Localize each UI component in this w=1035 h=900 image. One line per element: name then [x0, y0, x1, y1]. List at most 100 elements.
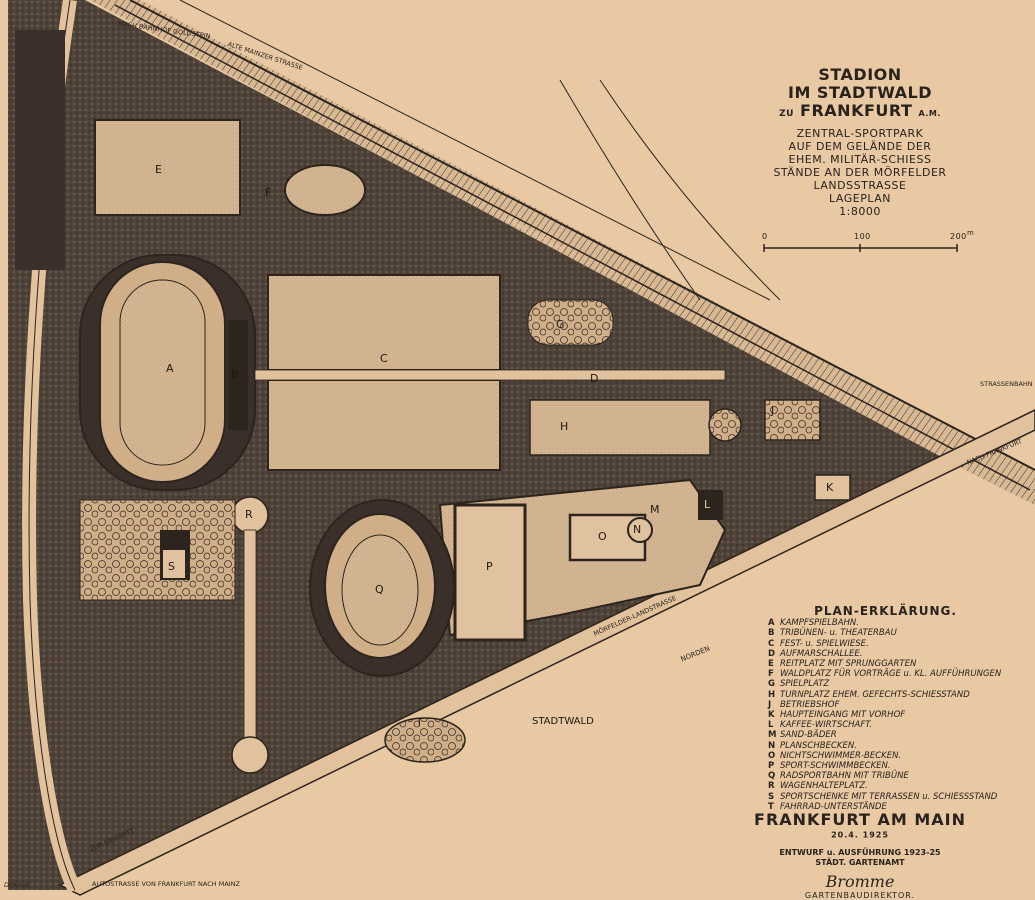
label-o: O [598, 530, 607, 543]
pool-n-plansch [627, 517, 653, 543]
curved-rail-2 [599, 79, 781, 301]
legend-text: SAND-BÄDER [780, 730, 837, 741]
area-e-reitplatz [94, 119, 241, 216]
legend-text: BETRIEBSHOF [780, 699, 840, 710]
legend-text: KAMPFSPIELBAHN. [780, 618, 859, 629]
area-l-kaffee [698, 490, 723, 520]
area-c-upper [267, 274, 501, 371]
label-r: R [245, 508, 253, 521]
area-f-waldplatz [284, 164, 366, 216]
subtitle-4: STÄNDE AN DER MÖRFELDER [773, 166, 947, 179]
title-line-3: ZU FRANKFURT A.M. [740, 102, 980, 123]
label-a: A [166, 362, 174, 375]
legend-key: S [768, 791, 775, 802]
footer-city-line: FRANKFURT AM MAIN 20.4. 1925 [740, 810, 980, 848]
legend-key: P [768, 761, 775, 772]
title-block: STADION IM STADTWALD ZU FRANKFURT A.M. Z… [740, 65, 980, 219]
label-m: M [650, 503, 660, 516]
legend-key: R [768, 781, 775, 792]
pasture-left [15, 30, 65, 270]
area-s-inner [163, 550, 185, 578]
legend-item: T FAHRRAD-UNTERSTÄNDE [768, 802, 1003, 812]
tribune-b [228, 320, 248, 430]
legend-text: FAHRRAD-UNTERSTÄNDE [780, 801, 887, 812]
subtitle-3: EHEM. MILITÄR-SCHIESS [788, 153, 932, 166]
label-t: T [416, 716, 423, 729]
label-e: E [155, 163, 162, 176]
road-label-strassenbahn: STRASSENBAHN [980, 380, 1033, 388]
legend-text: NICHTSCHWIMMER-BECKEN. [780, 750, 902, 761]
title-zu: ZU [779, 109, 794, 119]
legend-item: B TRIBÜNEN- u. THEATERBAU [768, 628, 1003, 638]
label-q: Q [375, 583, 384, 596]
legend-key: B [768, 628, 775, 639]
label-g: G [556, 318, 565, 331]
legend-key: C [768, 638, 775, 649]
legend-key: H [768, 689, 776, 700]
legend-text: RADSPORTBAHN MIT TRIBÜNE [780, 771, 909, 782]
footer-date: 20.4. 1925 [831, 830, 889, 840]
aufmarschallee-d [254, 369, 726, 381]
footer-line-1: ENTWURF u. AUSFÜHRUNG 1923-25 [779, 848, 941, 857]
scale-bar: 0 100 200 m [762, 229, 982, 256]
railway-line-upper [129, 0, 1035, 471]
scale-tick-200: 200 [950, 232, 967, 241]
label-s: S [168, 560, 175, 573]
label-j: J [771, 404, 775, 417]
scale-bar-graphic [763, 244, 958, 252]
legend-key: G [768, 679, 775, 690]
avenue-south [243, 529, 257, 751]
velodrome-q-field [341, 534, 419, 646]
legend-text: HAUPTEINGANG MIT VORHOF [780, 710, 906, 721]
legend-key: E [768, 659, 774, 670]
legend-item: S SPORTSCHENKE MIT TERRASSEN u. SCHIESSST… [768, 792, 1003, 802]
legend-heading: PLAN-ERKLÄRUNG. [814, 604, 957, 618]
subtitle-2: AUF DEM GELÄNDE DER [788, 140, 932, 153]
railway-line-lower [114, 4, 1031, 491]
legend-key: T [768, 801, 774, 812]
title-line-2: IM STADTWALD [787, 83, 932, 102]
label-b: B [231, 368, 239, 381]
subtitle-6: LAGEPLAN [829, 192, 891, 205]
railway-corridor [90, 0, 1035, 505]
label-c: C [380, 352, 388, 365]
legend-text: SPORT-SCHWIMMBECKEN. [780, 761, 891, 772]
label-k: K [826, 481, 834, 494]
legend-key: M [768, 730, 777, 741]
label-n: N [633, 523, 642, 536]
roundabout-south [231, 736, 269, 774]
legend-key: D [768, 648, 776, 659]
artist-signature: Dr.Knoll [4, 881, 30, 889]
title-line-1: STADION [818, 65, 902, 84]
legend-text: TURNPLATZ EHEM. GEFECHTS-SCHIESSTAND [780, 689, 970, 700]
label-l: L [704, 498, 711, 511]
label-stadtwald: STADTWALD [532, 716, 594, 727]
scale-unit: m [967, 229, 975, 237]
roundabout-near-j [708, 408, 742, 442]
footer-city: FRANKFURT AM MAIN [754, 810, 966, 829]
legend-text: TRIBÜNEN- u. THEATERBAU [780, 628, 897, 639]
subtitle-1: ZENTRAL-SPORTPARK [796, 127, 924, 140]
legend-text: PLANSCHBECKEN. [780, 740, 857, 751]
scale-tick-0: 0 [762, 232, 768, 241]
label-p: P [486, 560, 493, 573]
area-t-amphitheatre [384, 717, 466, 763]
label-f: F [265, 186, 272, 199]
area-s-sportschenke-grounds [79, 499, 236, 601]
map-scale: 1:8000 [839, 205, 881, 218]
legend-text: SPORTSCHENKE MIT TERRASSEN u. SCHIESSSTA… [780, 791, 998, 802]
area-g-spielplatz [527, 299, 614, 346]
